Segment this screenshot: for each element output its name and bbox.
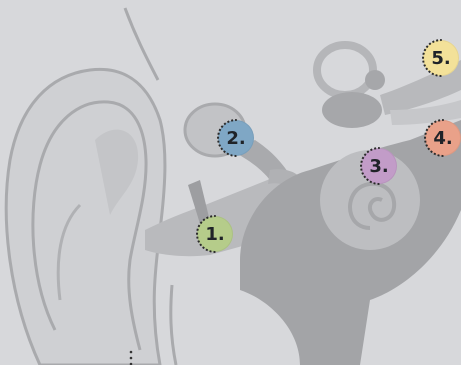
inner-ear bbox=[240, 45, 461, 365]
marker-2[interactable]: 2. bbox=[218, 120, 254, 156]
marker-5[interactable]: 5. bbox=[423, 40, 459, 76]
marker-1-label: 1. bbox=[205, 224, 224, 245]
marker-3-label: 3. bbox=[369, 156, 388, 177]
marker-4-label: 4. bbox=[433, 128, 452, 149]
outer-ear bbox=[6, 8, 176, 365]
marker-2-label: 2. bbox=[226, 128, 245, 149]
marker-4[interactable]: 4. bbox=[425, 120, 461, 156]
marker-3[interactable]: 3. bbox=[361, 148, 397, 184]
marker-1[interactable]: 1. bbox=[197, 216, 233, 252]
marker-5-label: 5. bbox=[431, 48, 450, 69]
